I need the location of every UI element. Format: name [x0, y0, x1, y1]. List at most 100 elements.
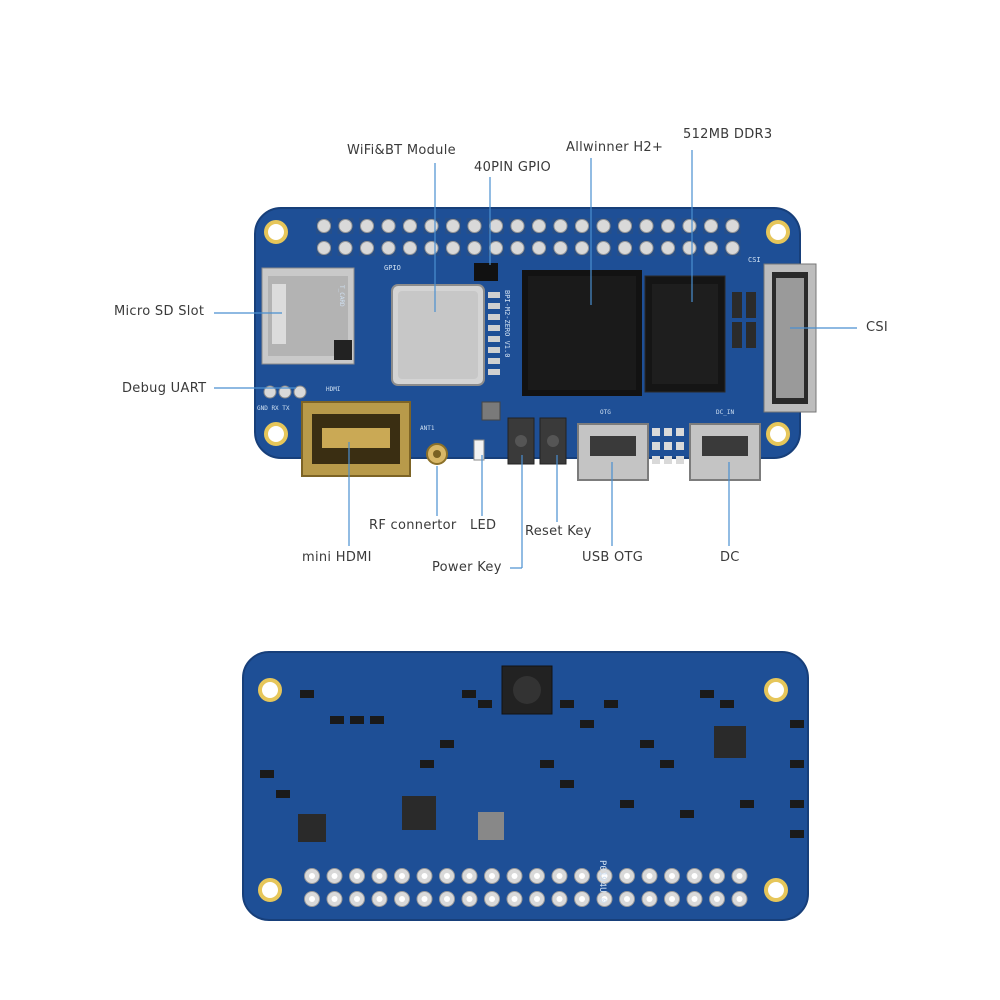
label-usb-otg: USB OTG: [582, 550, 644, 565]
module-pad: [488, 325, 500, 331]
gpio-header-pads: [316, 218, 741, 256]
gpio-pad: [704, 241, 718, 255]
usb-otg-connector: OTG: [577, 409, 649, 481]
module-side-pads: [488, 292, 500, 375]
gpio-pad: [596, 219, 611, 233]
label-debug-uart: Debug UART: [122, 381, 207, 396]
smd-part: [740, 800, 754, 808]
test-pad: [652, 456, 660, 464]
gpio-pad: [553, 241, 568, 255]
power-key-switch: [507, 417, 535, 465]
gpio-pad: [381, 219, 396, 233]
mount-hole: [264, 220, 288, 244]
smd-part: [790, 720, 804, 728]
smd-part: [540, 760, 554, 768]
front-board: GPIO T_CARD GND RX TX HDMI: [254, 207, 817, 481]
test-pad: [664, 442, 672, 450]
label-power-key: Power Key: [432, 560, 502, 575]
back-crystal: [478, 812, 504, 840]
smd-part: [560, 780, 574, 788]
smd-part: [790, 800, 804, 808]
gpio-pad: [467, 219, 482, 233]
gpio-pad: [424, 241, 439, 255]
label-csi: CSI: [866, 320, 889, 335]
gpio-pad: [575, 241, 589, 255]
gpio-pad: [317, 219, 331, 233]
test-pad: [676, 428, 684, 436]
smd-part: [620, 800, 634, 808]
mount-hole: [766, 422, 790, 446]
smd-part: [680, 810, 694, 818]
gpio-back-pads: [304, 868, 748, 907]
silk-csi: CSI: [748, 256, 761, 264]
module-pad: [488, 347, 500, 353]
silk-tcard: T_CARD: [338, 285, 345, 307]
rf-connector: ANT1: [420, 425, 448, 465]
gpio-pad: [338, 219, 353, 233]
smd-part: [276, 790, 290, 798]
smd-part: [300, 690, 314, 698]
module-pad: [488, 292, 500, 298]
gpio-pad: [446, 219, 460, 233]
gpio-pad: [553, 219, 568, 233]
gpio-pad: [381, 241, 396, 255]
module-pad: [488, 314, 500, 320]
gpio-pad: [532, 219, 546, 233]
gpio-pad: [661, 219, 675, 233]
gpio-pad: [618, 219, 632, 233]
smd-part: [700, 690, 714, 698]
led-component: [473, 439, 485, 461]
test-pad: [652, 428, 660, 436]
mini-hdmi-connector: [301, 401, 411, 477]
silk-uart: GND RX TX: [257, 405, 290, 412]
module-pad: [488, 303, 500, 309]
mount-hole: [764, 678, 788, 702]
smd-part: [350, 716, 364, 724]
test-pad: [664, 428, 672, 436]
gpio-pad: [510, 219, 525, 233]
silk-board-name: BPI-M2-ZERO V1.0: [503, 290, 511, 357]
back-ic: [298, 814, 326, 842]
smd-part: [440, 740, 454, 748]
wifi-bt-module: [391, 284, 485, 386]
gpio-pad: [661, 241, 675, 255]
gpio-pad: [510, 241, 525, 255]
gpio-pad: [682, 241, 697, 255]
micro-sd-slot: T_CARD: [261, 267, 355, 365]
smd-part: [790, 830, 804, 838]
back-board: P0194U-0: [242, 651, 809, 921]
test-pad-grid: [652, 428, 684, 464]
csi-connector: CSI: [748, 256, 817, 413]
smd-part: [580, 720, 594, 728]
back-ic: [714, 726, 746, 758]
silk-otg: OTG: [600, 409, 611, 416]
gpio-pad: [725, 219, 740, 233]
gpio-pad: [532, 241, 546, 255]
test-pad: [652, 442, 660, 450]
gpio-pad: [446, 241, 460, 255]
mount-hole: [764, 878, 788, 902]
smd-part: [660, 760, 674, 768]
gpio-pad: [725, 241, 740, 255]
label-reset-key: Reset Key: [525, 524, 592, 539]
smd-part: [330, 716, 344, 724]
gpio-pad: [618, 241, 632, 255]
gpio-pad: [704, 219, 718, 233]
smd-part: [462, 690, 476, 698]
label-led: LED: [470, 518, 497, 533]
smd-part: [260, 770, 274, 778]
gpio-pad: [489, 219, 503, 233]
mount-hole: [264, 422, 288, 446]
mount-hole: [766, 220, 790, 244]
gpio-pad: [424, 219, 439, 233]
gpio-pad: [403, 219, 417, 233]
module-pad: [488, 336, 500, 342]
gpio-pad: [575, 219, 589, 233]
reset-key-switch: [539, 417, 567, 465]
regulator-chip: [474, 263, 498, 281]
gpio-pad: [639, 241, 654, 255]
back-smd-parts: [260, 690, 804, 838]
ddr3-chip: [644, 275, 726, 393]
gpio-pad: [467, 241, 482, 255]
